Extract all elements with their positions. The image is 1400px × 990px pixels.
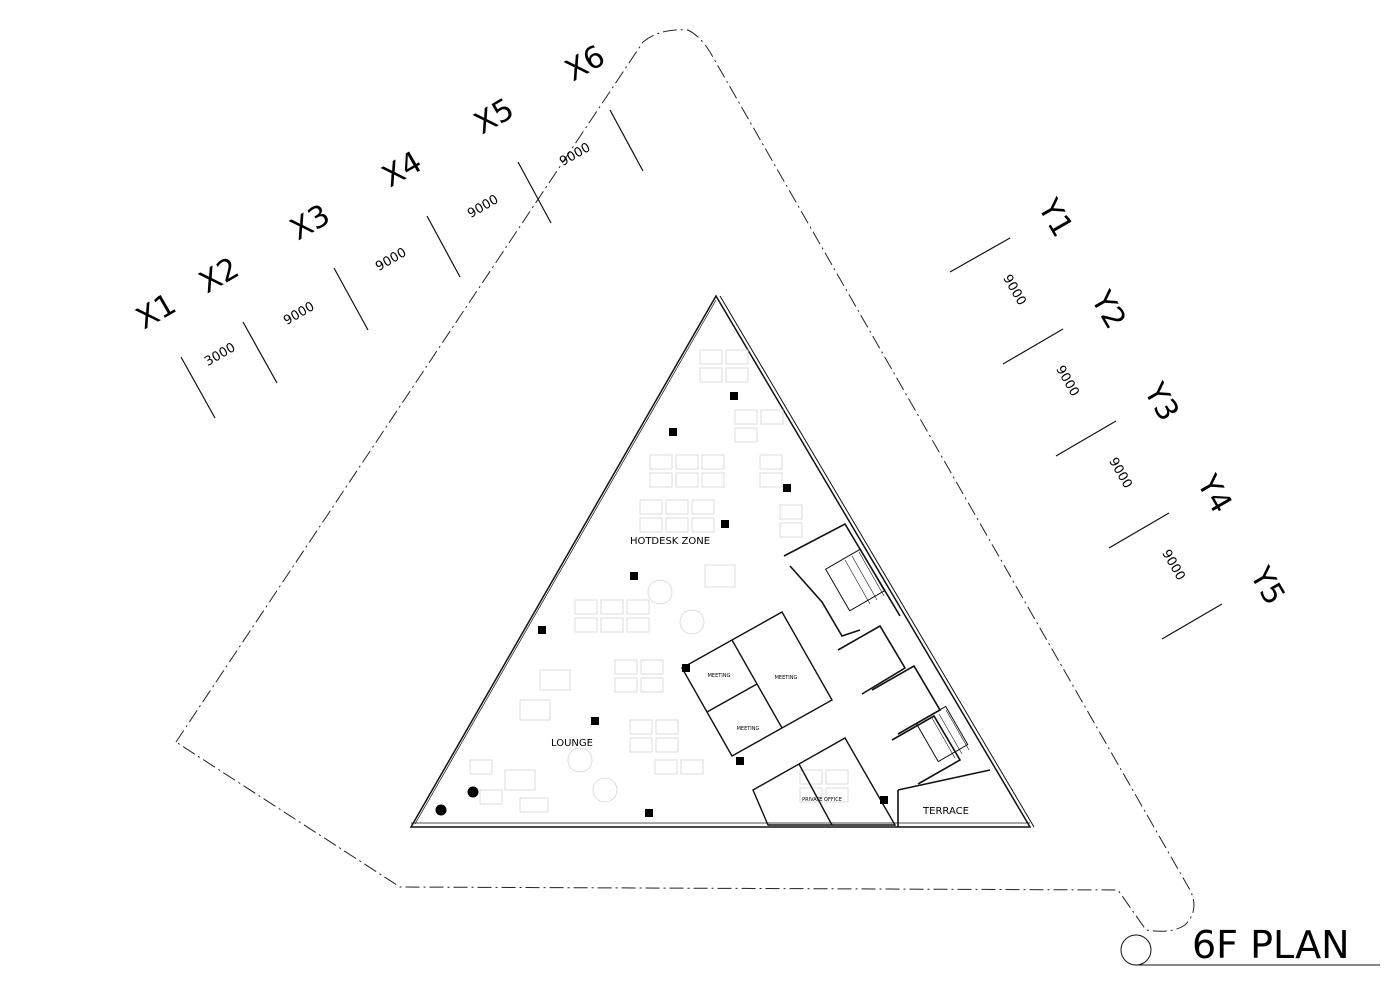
column [730,392,738,400]
y2-grid-line [1002,328,1064,365]
column [630,572,638,580]
dim-x3-x4: 9000 [373,245,409,275]
grid-label-x1: X1 [130,287,182,337]
column [669,428,677,436]
x2-grid-line [242,321,278,384]
title-block: 6F PLAN [1120,923,1380,967]
grid-label-y2: Y2 [1083,284,1133,335]
column [538,626,546,634]
x3-grid-line [333,267,369,331]
y-grid-lines [949,237,1223,640]
grid-label-x5: X5 [468,92,520,142]
dim-x5-x6: 9000 [557,140,593,170]
round-column [467,786,479,798]
structural-columns [435,392,888,817]
room-label-terrace: TERRACE [922,806,969,817]
room-label-hotdesk-zone: HOTDESK ZONE [630,536,710,547]
dim-x2-x3: 9000 [281,299,317,329]
building-core [783,522,991,827]
private-office [752,737,897,826]
round-column [435,804,447,816]
column [783,484,791,492]
room-label-lounge: LOUNGE [551,738,593,749]
dim-y1-y2: 9000 [999,272,1029,308]
room-label-meeting-3: MEETING [737,726,760,732]
grid-label-y3: Y3 [1136,376,1186,427]
plan-title: 6F PLAN [1192,923,1350,967]
grid-label-x4: X4 [376,145,428,195]
x5-grid-line [517,161,552,224]
y5-grid-line [1161,603,1223,640]
grid-label-x2: X2 [193,251,245,301]
column [880,796,888,804]
dim-y4-y5: 9000 [1158,547,1188,583]
x6-grid-line [609,109,644,172]
column [645,809,653,817]
north-marker-icon [1120,934,1152,966]
grid-label-x3: X3 [284,198,336,248]
x-grid-lines [180,109,644,419]
grid-label-y1: Y1 [1030,192,1080,243]
y4-grid-line [1108,512,1170,549]
dim-y3-y4: 9000 [1105,455,1135,491]
site-boundary [175,29,1195,932]
grid-label-x6: X6 [559,39,611,89]
room-label-meeting-2: MEETING [775,675,798,681]
meeting-rooms [681,611,833,757]
y3-grid-line [1055,420,1117,457]
grid-label-y4: Y4 [1189,468,1239,519]
furniture [469,349,849,813]
dim-x4-x5: 9000 [465,192,501,222]
column [736,757,744,765]
room-label-meeting-1: MEETING [708,673,731,679]
x1-grid-line [180,356,216,419]
dim-y2-y3: 9000 [1052,363,1082,399]
y1-grid-line [949,237,1011,273]
x4-grid-line [426,215,461,278]
dim-x1-x2: 3000 [202,340,238,370]
building-outline [409,294,1035,828]
column [721,520,729,528]
grid-label-y5: Y5 [1242,560,1292,611]
column [682,664,690,672]
column [591,717,599,725]
room-label-private-office: PRIVATE OFFICE [802,797,842,803]
